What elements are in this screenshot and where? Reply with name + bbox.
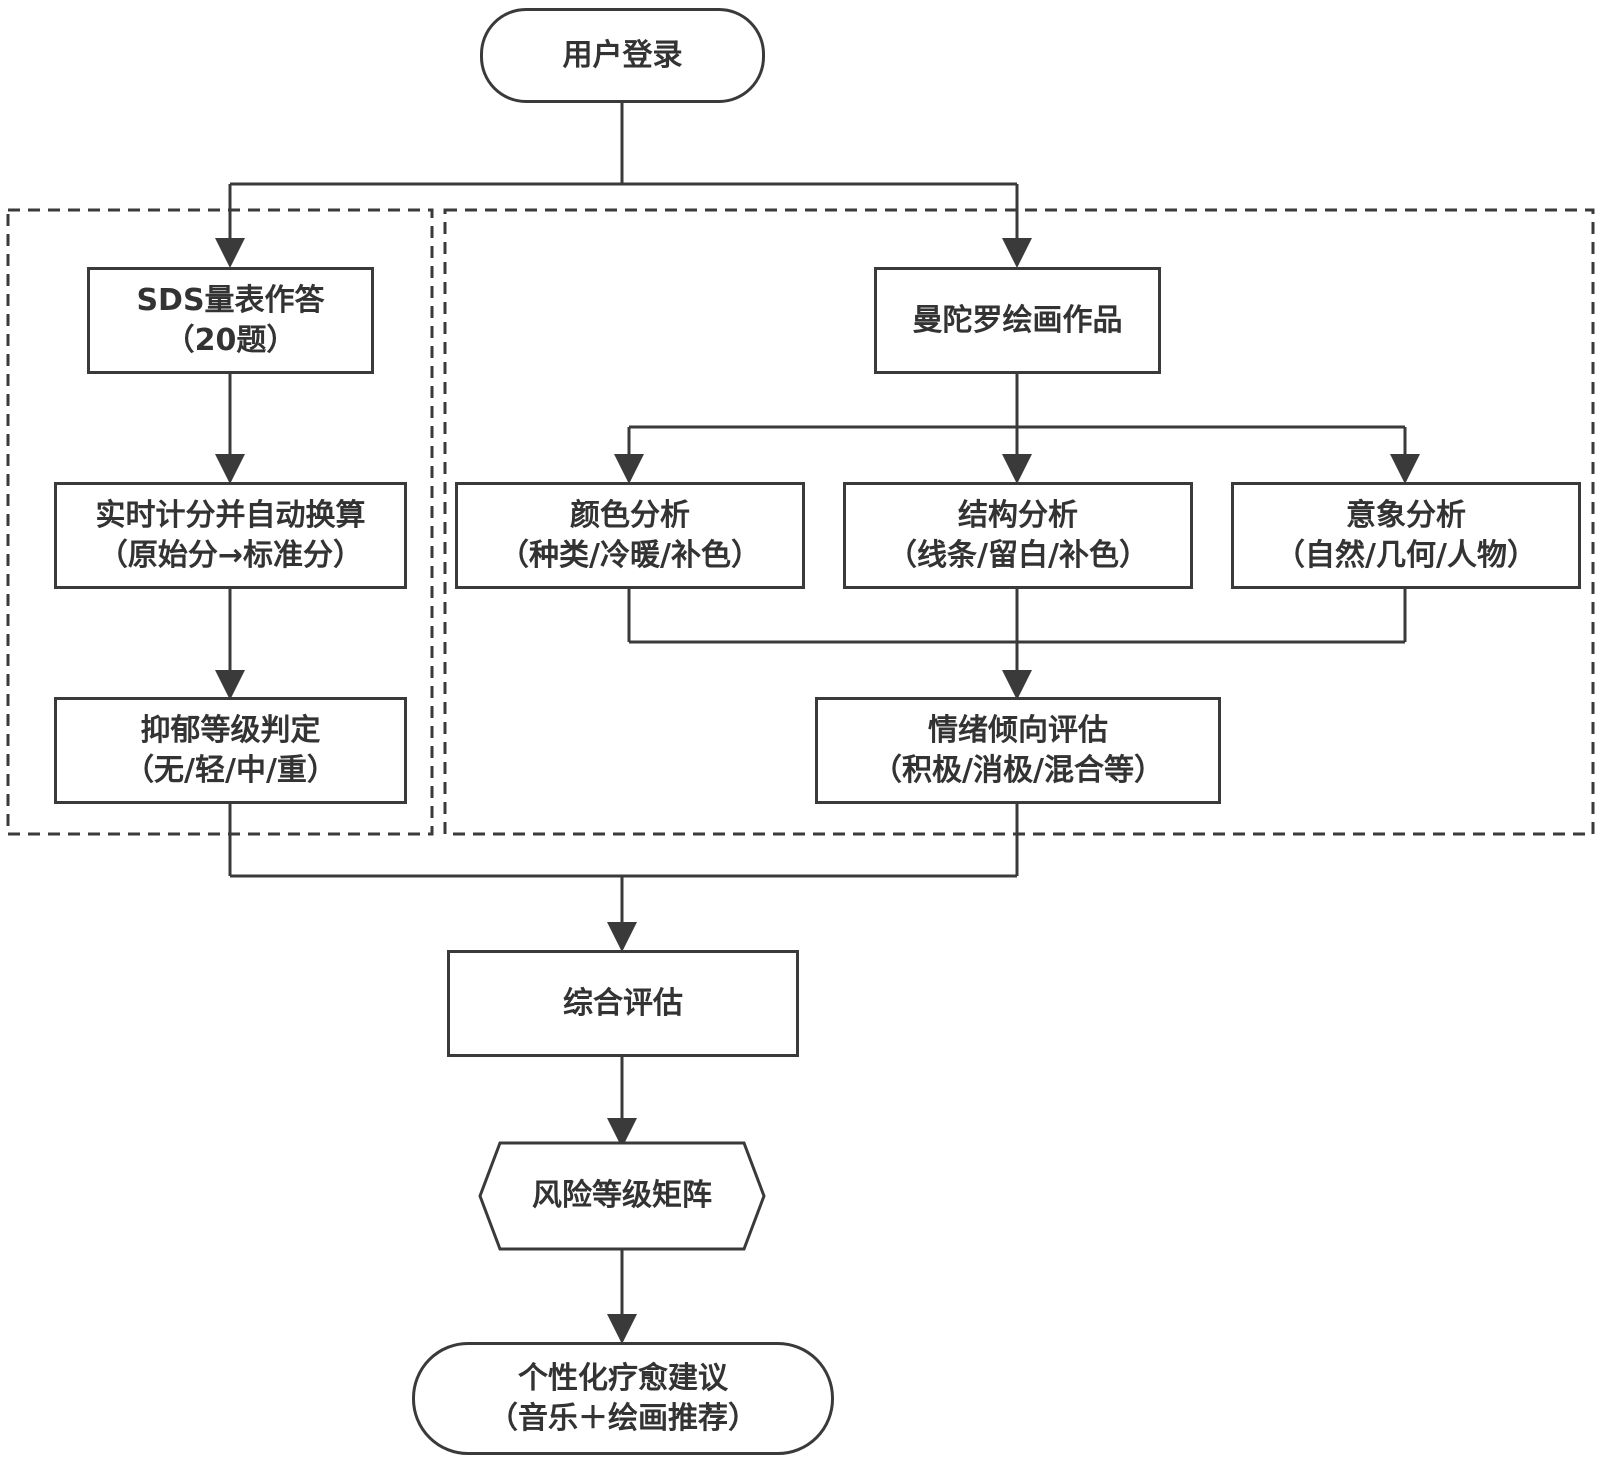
imagery-label: 意象分析 xyxy=(1346,497,1466,533)
mandala-drawing-node: 曼陀罗绘画作品 xyxy=(874,267,1161,374)
color-label: 颜色分析 xyxy=(570,497,690,533)
risk-matrix-node: 风险等级矩阵 xyxy=(480,1143,764,1249)
mandala-group-frame xyxy=(443,208,1595,836)
color-sublabel: （种类/冷暖/补色） xyxy=(499,537,761,573)
structure-analysis-node: 结构分析 （线条/留白/补色） xyxy=(843,482,1193,589)
depression-sublabel: （无/轻/中/重） xyxy=(124,752,337,788)
imagery-analysis-node: 意象分析 （自然/几何/人物） xyxy=(1231,482,1581,589)
depression-level-node: 抑郁等级判定 （无/轻/中/重） xyxy=(54,697,407,804)
depression-label: 抑郁等级判定 xyxy=(140,712,321,748)
login-label: 用户登录 xyxy=(562,37,683,73)
imagery-sublabel: （自然/几何/人物） xyxy=(1275,537,1537,573)
scoring-node: 实时计分并自动换算 （原始分→标准分） xyxy=(54,482,407,589)
sds-questionnaire-node: SDS量表作答 （20题） xyxy=(87,267,374,374)
structure-label: 结构分析 xyxy=(958,497,1078,533)
overall-label: 综合评估 xyxy=(563,985,683,1021)
advice-label: 个性化疗愈建议 xyxy=(518,1360,728,1396)
mandala-label: 曼陀罗绘画作品 xyxy=(912,302,1123,338)
color-analysis-node: 颜色分析 （种类/冷暖/补色） xyxy=(455,482,805,589)
overall-assessment-node: 综合评估 xyxy=(447,950,799,1057)
sds-group-frame xyxy=(6,208,434,836)
emotion-sublabel: （积极/消极/混合等） xyxy=(872,752,1164,788)
sds-label: SDS量表作答 xyxy=(136,282,325,318)
emotion-label: 情绪倾向评估 xyxy=(928,712,1108,748)
risk-label: 风险等级矩阵 xyxy=(532,1178,712,1213)
emotion-assessment-node: 情绪倾向评估 （积极/消极/混合等） xyxy=(815,697,1221,804)
advice-node: 个性化疗愈建议 （音乐＋绘画推荐） xyxy=(412,1342,834,1455)
scoring-label: 实时计分并自动换算 xyxy=(95,497,366,533)
structure-sublabel: （线条/留白/补色） xyxy=(887,537,1149,573)
advice-sublabel: （音乐＋绘画推荐） xyxy=(488,1400,758,1436)
scoring-sublabel: （原始分→标准分） xyxy=(97,537,364,573)
sds-sublabel: （20题） xyxy=(164,322,297,358)
risk-matrix-hexagon xyxy=(478,1141,766,1251)
login-node: 用户登录 xyxy=(480,8,765,103)
